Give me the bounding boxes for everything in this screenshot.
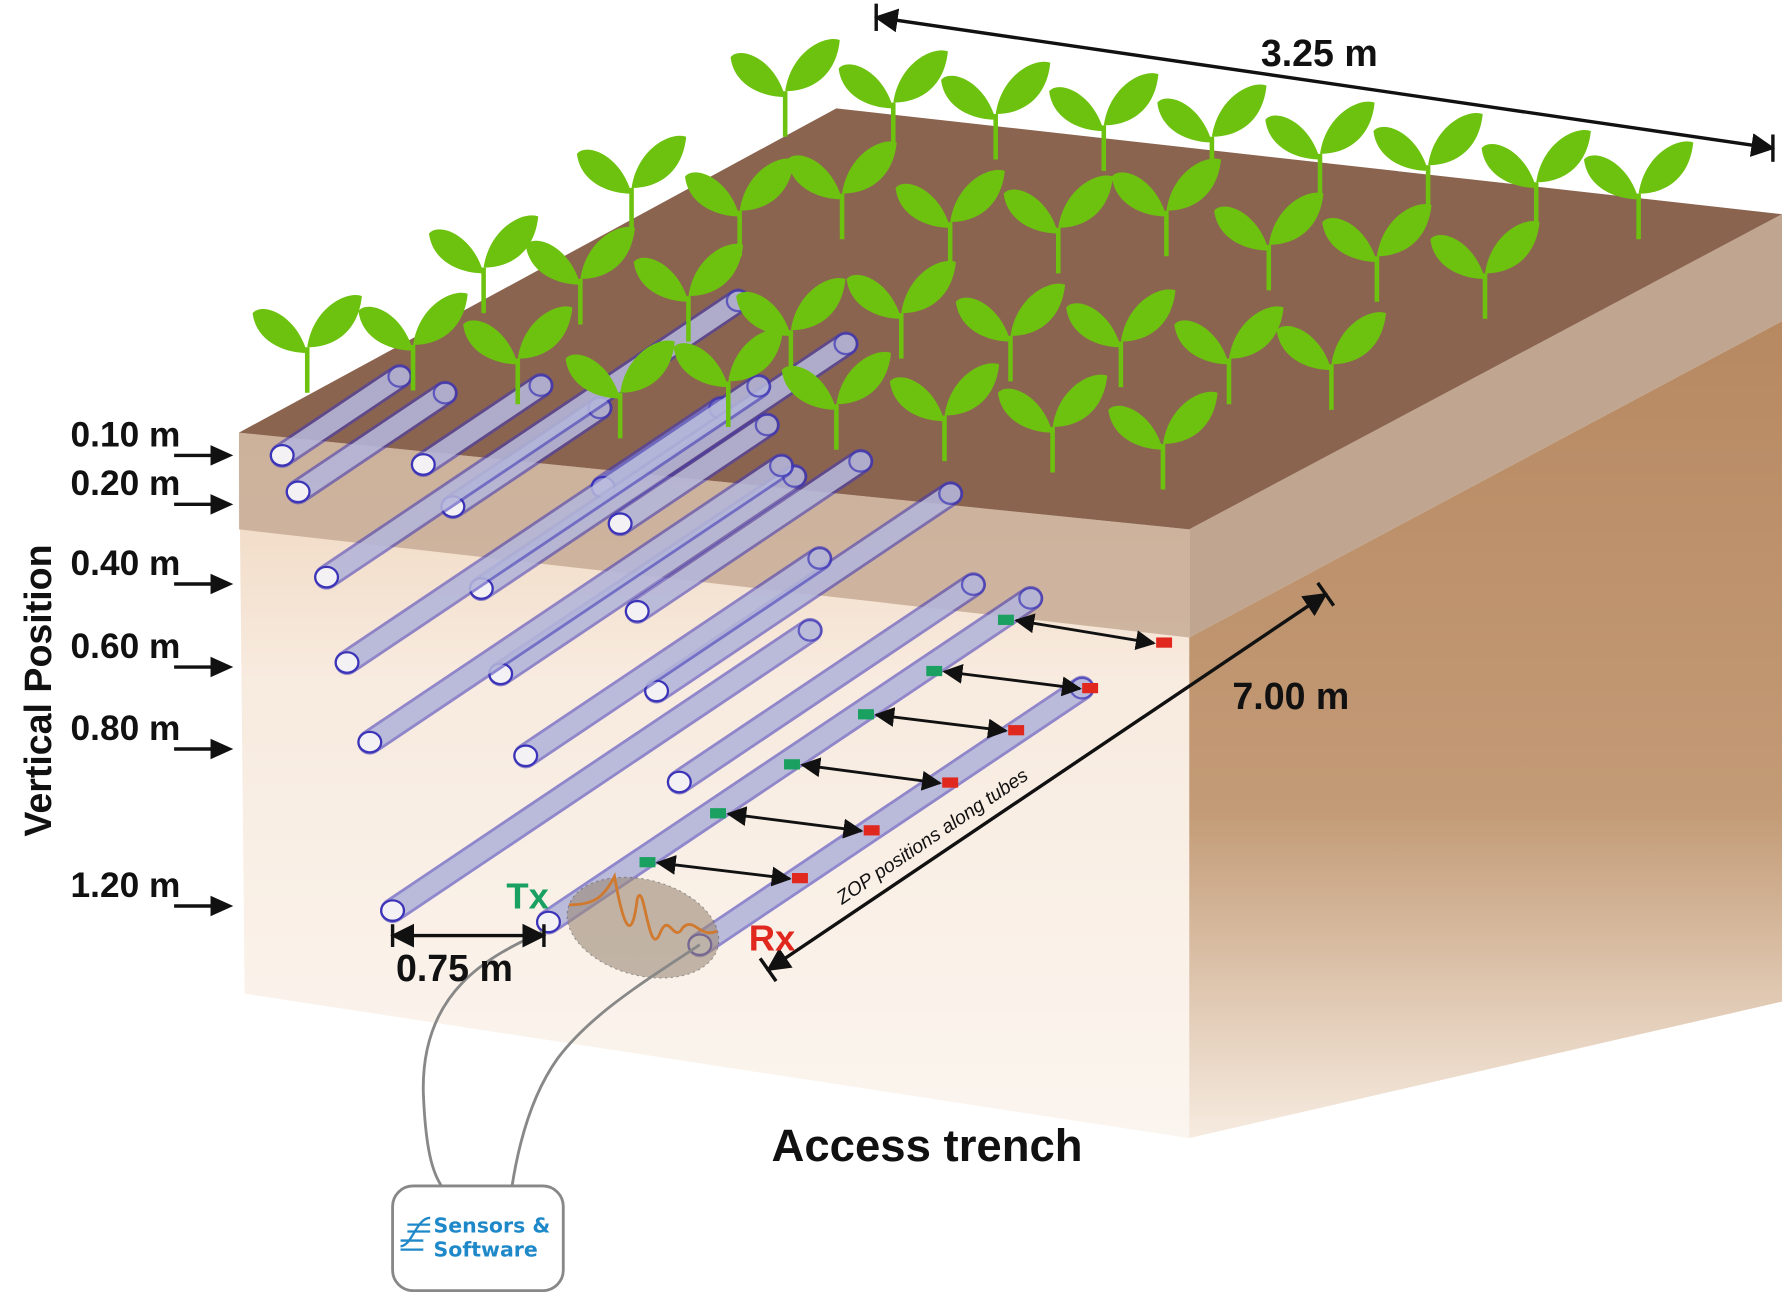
topsoil-side-face (1189, 214, 1782, 638)
plant-icon (997, 374, 1108, 473)
access-tube (607, 412, 780, 537)
access-tube (285, 380, 458, 505)
plant-icon (781, 351, 891, 450)
sensors-software-logger: Sensors & Software (391, 1184, 565, 1292)
access-tube (410, 373, 554, 478)
soil-surface (238, 108, 1782, 530)
depth-label-text: 0.20 m (71, 464, 181, 503)
tx-antenna-icon (710, 808, 726, 819)
plant-icon (1174, 306, 1284, 405)
length-dimension-label: 7.00 m (1232, 675, 1349, 717)
rx-antenna-icon (1008, 725, 1025, 736)
radar-wave-ellipse (566, 871, 720, 979)
rx-antenna-icon (1082, 682, 1099, 694)
plant-icon (730, 38, 840, 137)
depth-label-text: 0.60 m (71, 627, 181, 666)
logo-line-2: Software (434, 1238, 538, 1262)
rx-antenna-icon (863, 825, 880, 836)
plant-icon (955, 283, 1066, 382)
plant-icon (252, 295, 362, 393)
depth-arrow-icon (174, 738, 234, 760)
access-tube (357, 453, 795, 755)
access-tube (513, 545, 833, 769)
access-trench-label: Access trench (772, 1120, 1083, 1171)
depth-label-text: 0.40 m (71, 544, 181, 583)
plant-icon (1322, 203, 1432, 302)
depth-arrow-icon (174, 494, 234, 515)
plant-icon (1276, 312, 1386, 410)
plant-icon (1003, 175, 1113, 274)
depth-label: 0.10 m (71, 415, 234, 466)
access-tube (468, 331, 859, 602)
width-dimension: 3.25 m (873, 3, 1776, 162)
depth-label-text: 0.10 m (71, 415, 181, 454)
tx-antenna-icon (639, 857, 656, 868)
access-tube (380, 617, 823, 924)
plant-icon (736, 277, 846, 376)
logo-line-1: Sensors & (434, 1214, 551, 1238)
receiver-label: Rx (749, 917, 796, 958)
rx-antenna-icon (942, 777, 959, 788)
plant-icon (525, 226, 635, 325)
radar-wave-icon (568, 871, 718, 941)
depth-label-text: 1.20 m (71, 866, 181, 905)
depth-label: 0.20 m (71, 464, 234, 515)
plant-icon (576, 135, 687, 234)
rx-antenna-icon (792, 873, 808, 884)
depth-label-text: 0.80 m (71, 709, 181, 748)
subsoil-side-face (1189, 321, 1782, 1139)
transmitter-label: Tx (506, 875, 549, 916)
tube-spacing-label: 0.75 m (396, 947, 513, 989)
plant-icon (895, 169, 1005, 268)
width-dimension-label: 3.25 m (1261, 32, 1378, 74)
depth-label: 1.20 m (71, 866, 234, 917)
tx-antenna-icon (784, 759, 800, 770)
plant-icon (889, 363, 1000, 462)
tx-antenna-icon (858, 709, 874, 720)
plant-icon (1111, 158, 1221, 257)
vertical-position-title: Vertical Position (17, 544, 59, 836)
plant-icon (1430, 221, 1540, 319)
cables (421, 929, 701, 1187)
depth-label: 0.80 m (71, 709, 234, 760)
plant-icon (565, 340, 675, 439)
plant-icon (1214, 192, 1324, 291)
depth-arrow-icon (174, 573, 234, 595)
tube-spacing-dimension: 0.75 m (390, 923, 547, 989)
plant-icon (358, 292, 468, 391)
access-tube (624, 448, 874, 624)
plant-icon (429, 215, 539, 314)
depth-arrow-icon (174, 445, 234, 466)
tx-antenna-icon (926, 665, 943, 677)
access-tube (334, 373, 772, 676)
plant-icon (685, 158, 795, 257)
plant-icon (673, 329, 783, 427)
plant-icon (846, 260, 956, 359)
depth-labels: 0.10 m 0.20 m 0.40 m 0.60 m 0.80 m 1.20 m (71, 415, 234, 917)
depth-label: 0.40 m (71, 544, 234, 595)
depth-arrow-icon (174, 895, 234, 917)
depth-label: 0.60 m (71, 627, 234, 678)
depth-arrow-icon (174, 656, 234, 678)
sensors-software-logo-icon (400, 1216, 431, 1251)
rx-antenna-icon (1156, 637, 1173, 648)
plant-icon (463, 306, 573, 405)
access-tube (269, 363, 413, 468)
plant-icon (1108, 391, 1218, 490)
plant-icon (633, 243, 744, 342)
tx-antenna-icon (997, 614, 1014, 625)
plant-icon (1066, 289, 1176, 388)
